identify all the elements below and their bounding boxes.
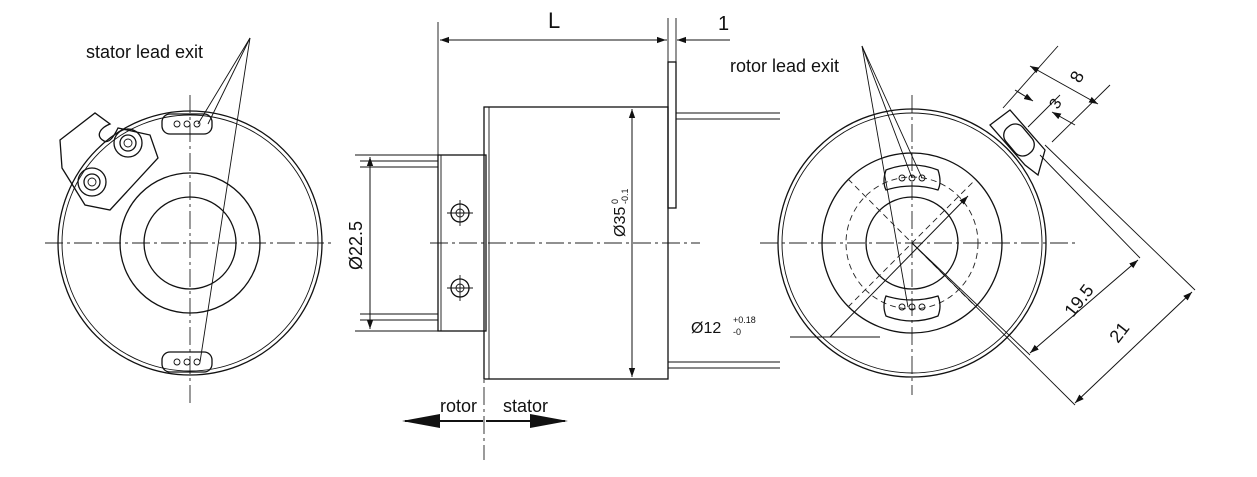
dim-flange-thickness: 1 [718,13,729,35]
side-view [355,18,880,460]
dim-body-diameter-tol-lower: -0.1 [620,188,630,204]
stator-lead-exit-label: stator lead exit [86,42,203,62]
stator-label: stator [503,396,548,416]
dim-slot-width: 8 [1066,68,1088,86]
dim-radius-inner: 19.5 [1060,281,1097,321]
dim-length: L [548,8,560,33]
rotor-lead-exit-label: rotor lead exit [730,56,839,76]
dim-bore-diameter-tol-lower: -0 [733,327,741,337]
left-end-view [45,37,335,405]
dim-body-diameter-main: Ø35 [612,207,629,237]
dim-flange-diameter: Ø22.5 [346,221,366,270]
dim-bore-diameter-tol-upper: +0.18 [733,315,756,325]
dim-body-diameter-tol-upper: 0 [610,199,620,204]
dim-radius-outer: 21 [1105,318,1133,346]
rotor-label: rotor [440,396,477,416]
right-end-view [760,45,1196,406]
dim-bore-diameter-main: Ø12 [691,320,721,337]
dim-body-diameter: Ø35 0 -0.1 [610,188,630,237]
